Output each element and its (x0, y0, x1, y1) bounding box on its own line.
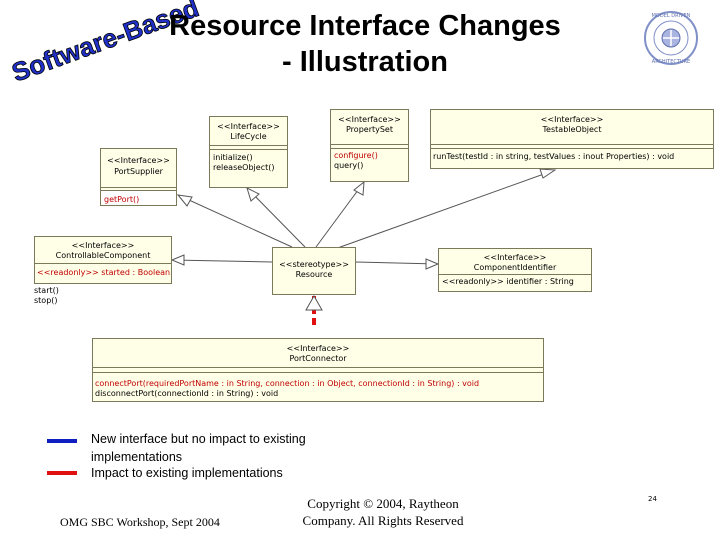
page-number: 24 (648, 495, 657, 503)
lifecycle-op-release: releaseObject() (213, 163, 275, 172)
lifecycle-stereotype: <<Interface>> (217, 122, 280, 131)
footer-copyright-line-2: Company. All Rights Reserved (302, 513, 464, 528)
portsupplier-op-getport: getPort() (104, 195, 140, 204)
propertyset-interface-box: <<Interface>> PropertySet configure() qu… (330, 109, 409, 182)
controllable-name: ControllableComponent (55, 251, 151, 260)
resource-stereotype: <<stereotype>> (279, 260, 349, 269)
propertyset-name: PropertySet (346, 125, 393, 134)
portconnector-op-disconnect: disconnectPort(connectionId : in String)… (95, 389, 279, 398)
testableobject-op-runtest: runTest(testId : in string, testValues :… (433, 152, 675, 161)
legend-blue-label: New interface but no impact to existing … (91, 430, 371, 466)
testableobject-name: TestableObject (542, 125, 602, 134)
seal-bottom-text: ARCHITECTURE (652, 59, 690, 65)
portsupplier-op-section (100, 190, 177, 206)
portsupplier-wrapper (92, 153, 692, 213)
controllable-attr-started: <<readonly>> started : Boolean (37, 268, 171, 277)
portconnector-stereotype: <<Interface>> (286, 344, 350, 353)
legend-blue-line-2: implementations (91, 450, 183, 464)
propertyset-op-configure: configure() (334, 151, 378, 160)
lifecycle-op-initialize: initialize() (213, 153, 253, 162)
componentidentifier-attr: <<readonly>> identifier : String (442, 277, 574, 286)
controllable-op-stop: stop() (34, 296, 58, 305)
lifecycle-name: LifeCycle (230, 132, 267, 141)
componentidentifier-name: ComponentIdentifier (473, 263, 557, 272)
portconnector-name: PortConnector (289, 354, 347, 363)
portsupplier-name: PortSupplier (114, 167, 163, 176)
portsupplier-interface-box: <<Interface>> PortSupplier (100, 148, 177, 188)
propertyset-stereotype: <<Interface>> (338, 115, 401, 124)
controllable-op-start: start() (34, 286, 59, 295)
testableobject-stereotype: <<Interface>> (540, 115, 604, 124)
propertyset-op-query: query() (334, 161, 364, 170)
testableobject-interface-box: <<Interface>> TestableObject runTest(tes… (430, 109, 714, 169)
controllable-op-section: start() stop() (34, 283, 172, 309)
footer-copyright: Copyright © 2004, Raytheon Company. All … (270, 495, 496, 529)
controllable-stereotype: <<Interface>> (71, 241, 135, 250)
mda-seal-icon: MODEL DRIVEN ARCHITECTURE (644, 11, 698, 65)
footer-workshop: OMG SBC Workshop, Sept 2004 (60, 515, 220, 529)
title-line-1: Resource Interface Changes (169, 10, 561, 42)
componentidentifier-interface-box: <<Interface>> ComponentIdentifier <<read… (438, 248, 592, 292)
componentidentifier-stereotype: <<Interface>> (483, 253, 547, 262)
footer-copyright-line-1: Copyright © 2004, Raytheon (307, 496, 459, 511)
seal-top-text: MODEL DRIVEN (652, 13, 691, 19)
portconnector-op-connect: connectPort(requiredPortName : in String… (95, 379, 480, 388)
resource-stereotype-box: <<stereotype>> Resource (272, 247, 356, 295)
legend-red-label: Impact to existing implementations (91, 466, 283, 480)
resource-name: Resource (295, 270, 333, 279)
title-line-2: - Illustration (282, 46, 448, 78)
lifecycle-interface-box: <<Interface>> LifeCycle initialize() rel… (209, 116, 288, 188)
legend-blue-line-1: New interface but no impact to existing (91, 432, 306, 446)
portsupplier-stereotype: <<Interface>> (107, 156, 170, 165)
page-title: Resource Interface Changes - Illustratio… (130, 8, 600, 80)
portconnector-interface-box: <<Interface>> PortConnector connectPort(… (92, 338, 544, 402)
controllable-interface-box: <<Interface>> ControllableComponent <<re… (34, 236, 172, 284)
